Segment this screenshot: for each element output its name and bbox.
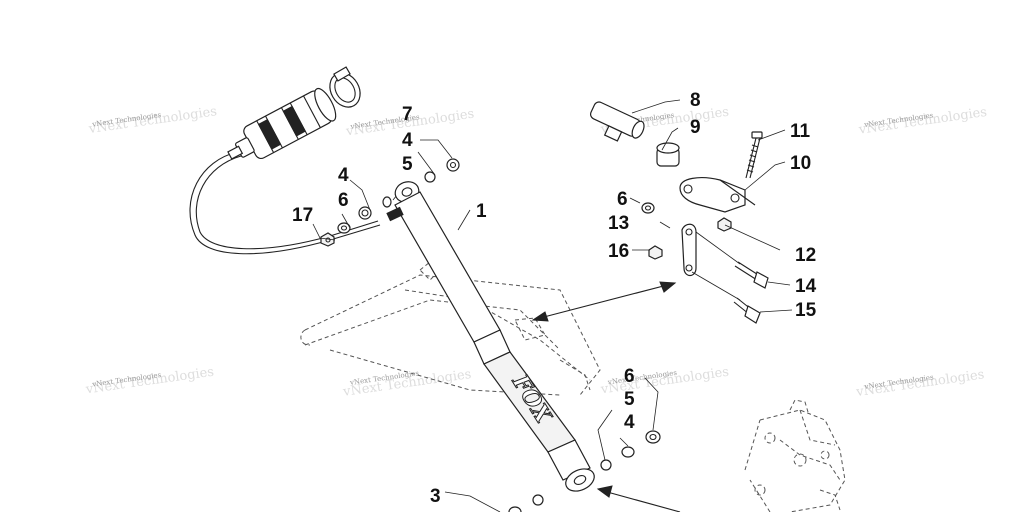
nut-12 — [717, 217, 732, 232]
shock-absorber: FOX — [386, 181, 595, 492]
arrow-head-right — [659, 281, 677, 293]
callout-3: 3 — [430, 486, 441, 507]
washer-5c — [600, 459, 612, 471]
callout-14: 14 — [795, 276, 817, 297]
link-13 — [681, 223, 697, 277]
mounting-bracket — [744, 399, 846, 512]
washer-3 — [508, 494, 544, 512]
spacer-4c — [621, 446, 635, 458]
callout-6-lower: 6 — [624, 366, 635, 387]
washer-6b — [641, 202, 655, 214]
callout-10: 10 — [790, 153, 811, 174]
callout-5-top: 5 — [402, 154, 413, 175]
washer-5a — [382, 196, 392, 208]
hose-clamp — [329, 66, 361, 108]
callout-8: 8 — [690, 90, 701, 111]
reference-arrows — [531, 281, 681, 512]
washer-5b — [446, 158, 460, 172]
callout-6-left: 6 — [338, 190, 349, 211]
callout-13: 13 — [608, 213, 629, 234]
callout-12: 12 — [795, 245, 816, 266]
lower-hardware — [444, 377, 661, 512]
bracket-10 — [679, 177, 756, 213]
reservoir-canister — [227, 87, 337, 160]
callout-4-left: 4 — [338, 165, 349, 186]
linkage-assembly — [590, 99, 793, 324]
callout-9: 9 — [690, 117, 701, 138]
watermark-7: vNext Technologies vNext Technologies — [599, 365, 730, 398]
callout-5-lower: 5 — [624, 389, 635, 410]
bushing-9 — [656, 142, 680, 167]
callout-7: 7 — [402, 104, 413, 125]
spacer-4a — [358, 206, 372, 220]
callout-6-right: 6 — [617, 189, 628, 210]
callout-labels: 1 3 4 4 4 5 5 6 6 6 7 8 9 10 11 12 13 14… — [292, 90, 817, 507]
nut-16 — [648, 245, 663, 260]
callout-17: 17 — [292, 205, 313, 226]
watermark-5: vNext Technologies vNext Technologies — [84, 365, 215, 398]
arrow-head-lower — [596, 485, 613, 498]
spacer-4b — [424, 171, 436, 183]
watermark-6: vNext Technologies vNext Technologies — [341, 367, 472, 400]
washer-6c — [645, 430, 661, 444]
callout-11: 11 — [790, 121, 811, 142]
sleeve-8 — [590, 101, 645, 142]
left-hardware — [312, 139, 460, 247]
arrow-head-left — [531, 311, 549, 322]
watermark-8: vNext Technologies vNext Technologies — [854, 367, 985, 400]
callout-1: 1 — [476, 201, 487, 222]
watermark-1: vNext Technologies vNext Technologies — [87, 104, 218, 137]
callout-15: 15 — [795, 300, 817, 321]
nut-17 — [320, 232, 335, 247]
callout-16: 16 — [608, 241, 629, 262]
callout-4-top: 4 — [402, 130, 413, 151]
callout-4-lower: 4 — [624, 412, 635, 433]
reservoir-assembly — [189, 66, 381, 255]
bolt-15 — [733, 297, 761, 324]
bolt-14 — [734, 261, 769, 289]
bolt-11 — [745, 131, 763, 179]
watermark-4: vNext Technologies vNext Technologies — [857, 105, 988, 138]
